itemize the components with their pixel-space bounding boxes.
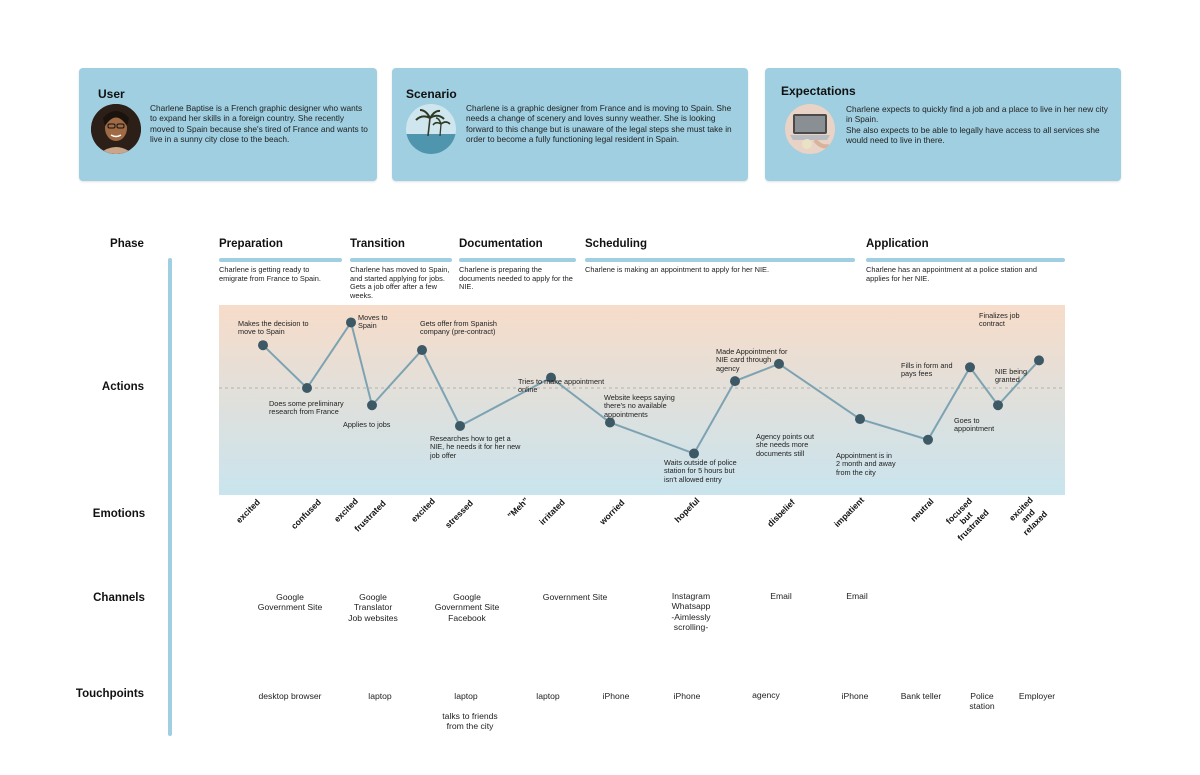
scenario-card-text: Charlene is a graphic designer from Fran…	[466, 103, 732, 144]
touchpoint-cell: agency	[752, 690, 780, 700]
phase-title-transition: Transition	[350, 238, 405, 250]
phase-title-preparation: Preparation	[219, 238, 283, 250]
journey-point	[455, 420, 465, 431]
journey-point	[689, 448, 699, 459]
channel-cell: Instagram Whatsapp -Aimlessly scrolling-	[671, 591, 711, 633]
journey-point	[605, 417, 615, 428]
user-card-text: Charlene Baptise is a French graphic des…	[150, 103, 368, 144]
channel-cell: Google Translator Job websites	[348, 592, 398, 623]
expectations-card-text-2: She also expects to be able to legally h…	[846, 125, 1100, 146]
channel-cell: Google Government Site Facebook	[434, 592, 500, 623]
action-label: Does some preliminary research from Fran…	[269, 400, 344, 417]
expectations-card-text-1: Charlene expects to quickly find a job a…	[846, 104, 1108, 125]
phase-bar-preparation	[219, 258, 342, 262]
journey-point	[965, 362, 975, 373]
journey-point	[774, 358, 784, 369]
journey-point	[923, 434, 933, 445]
phase-title-application: Application	[866, 238, 929, 250]
channel-cell: Government Site	[542, 592, 608, 602]
expectations-card: Expectations Charlene expects to quickly…	[765, 68, 1121, 181]
touchpoint-cell: Employer	[1018, 691, 1056, 701]
expectations-card-title: Expectations	[781, 84, 856, 98]
action-label: Goes to appointment	[954, 417, 995, 434]
action-label: Website keeps saying there's no availabl…	[604, 394, 675, 419]
touchpoint-cell: Police station	[969, 691, 995, 712]
phase-bar-application	[866, 258, 1065, 262]
user-avatar	[91, 104, 141, 154]
journey-point	[367, 400, 377, 411]
phase-desc-transition: Charlene has moved to Spain, and started…	[350, 265, 450, 300]
user-card-title: User	[98, 87, 125, 101]
touchpoint-cell: talks to friends from the city	[442, 711, 498, 732]
phase-title-documentation: Documentation	[459, 238, 543, 250]
row-label-touchpoints: Touchpoints	[75, 688, 145, 700]
action-label: Gets offer from Spanish company (pre-con…	[420, 320, 497, 337]
touchpoint-cell: Bank teller	[900, 691, 942, 701]
journey-point	[258, 340, 268, 351]
journey-point	[993, 400, 1003, 411]
phase-bar-documentation	[459, 258, 576, 262]
scenario-card-title: Scenario	[406, 87, 457, 101]
row-label-phase: Phase	[110, 238, 144, 250]
action-label: Finalizes job contract	[979, 312, 1020, 329]
phase-bar-transition	[350, 258, 452, 262]
phase-desc-scheduling: Charlene is making an appointment to app…	[585, 265, 770, 274]
touchpoint-cell: laptop	[368, 691, 392, 701]
journey-point	[302, 383, 312, 393]
row-label-emotions: Emotions	[92, 508, 146, 520]
touchpoint-cell: laptop	[454, 691, 478, 701]
touchpoint-cell: iPhone	[602, 691, 630, 701]
action-label: NIE being granted	[995, 368, 1028, 385]
journey-line	[262, 320, 1040, 455]
scenario-card: Scenario Charlene is a graphic designer …	[392, 68, 748, 181]
journey-point	[855, 414, 865, 425]
channel-cell: Google Government Site	[257, 592, 323, 613]
phase-desc-preparation: Charlene is getting ready to emigrate fr…	[219, 265, 321, 283]
action-label: Made Appointment for NIE card through ag…	[716, 348, 788, 373]
action-label: Waits outside of police station for 5 ho…	[664, 459, 737, 484]
channel-cell: Email	[846, 591, 868, 601]
user-card: User Charlene Baptise is a French graphi…	[79, 68, 377, 181]
touchpoint-cell: desktop browser	[258, 691, 322, 701]
row-label-actions: Actions	[101, 381, 145, 393]
action-label: Researches how to get a NIE, he needs it…	[430, 435, 521, 460]
actions-band	[219, 305, 1065, 495]
laptop-image	[785, 104, 835, 154]
action-label: Tries to make appointment online	[518, 378, 605, 395]
journey-point	[730, 376, 740, 387]
journey-point	[346, 317, 356, 328]
row-label-channels: Channels	[93, 592, 145, 604]
journey-point	[417, 345, 427, 356]
action-label: Applies to jobs	[343, 421, 391, 429]
touchpoint-cell: iPhone	[673, 691, 701, 701]
action-label: Fills in form and pays fees	[901, 362, 953, 379]
phase-title-scheduling: Scheduling	[585, 238, 647, 250]
action-label: Appointment is in 2 month and away from …	[836, 452, 896, 477]
phase-desc-application: Charlene has an appointment at a police …	[866, 265, 1037, 283]
palm-beach-image	[406, 104, 456, 154]
journey-point	[546, 372, 556, 383]
action-label: Agency points out she needs more documen…	[756, 433, 815, 458]
action-label: Makes the decision to move to Spain	[238, 320, 309, 337]
phase-desc-documentation: Charlene is preparing the documents need…	[459, 265, 573, 292]
action-label: Moves to Spain	[358, 314, 388, 331]
journey-point	[1034, 355, 1044, 366]
channel-cell: Email	[770, 591, 792, 601]
phase-bar-scheduling	[585, 258, 855, 262]
touchpoint-cell: laptop	[536, 691, 560, 701]
timeline-vertical-bar	[168, 258, 172, 736]
touchpoint-cell: iPhone	[841, 691, 869, 701]
